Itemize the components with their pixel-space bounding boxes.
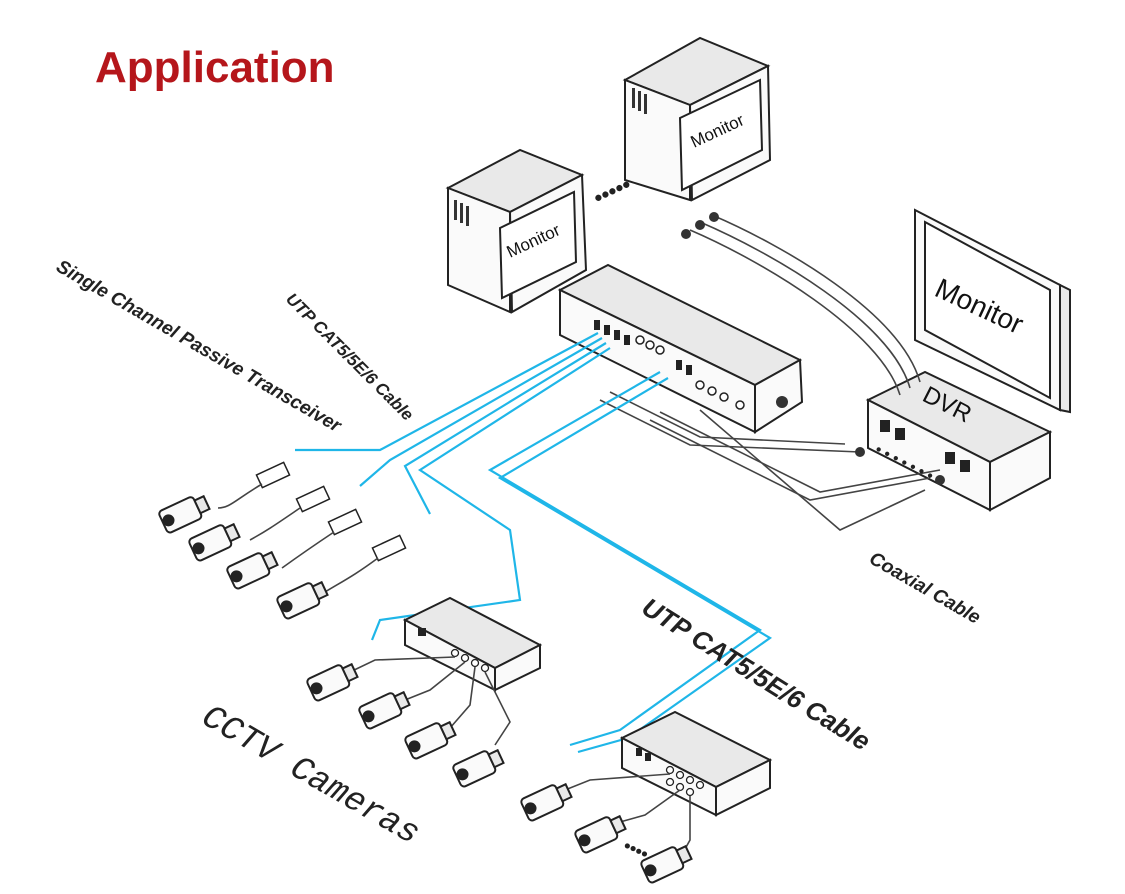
utp-cables xyxy=(295,332,773,754)
camera-cluster-middle xyxy=(306,662,505,788)
monitor-top: Monitor xyxy=(622,36,772,202)
receiver-hub xyxy=(557,263,804,434)
transmitter-bottom xyxy=(619,710,773,817)
coax-cables xyxy=(599,214,941,531)
coaxial-label: Coaxial Cable xyxy=(866,548,985,629)
middle-camera-cables xyxy=(349,656,511,746)
diagram-title: Application xyxy=(95,43,335,92)
coax-connectors xyxy=(681,212,945,485)
monitor-left: Monitor xyxy=(445,148,588,314)
camera-cluster-left xyxy=(158,494,329,620)
monitor-right: Monitor xyxy=(914,208,1071,414)
dvr-unit: DVR xyxy=(865,370,1053,512)
transmitter-middle xyxy=(402,596,543,692)
camera-cluster-bottom xyxy=(520,782,693,884)
transceiver-group xyxy=(217,461,407,593)
single-channel-label: Single Channel Passive Transceiver xyxy=(53,256,346,437)
cctv-cameras-label: CCTV Cameras xyxy=(195,699,426,854)
